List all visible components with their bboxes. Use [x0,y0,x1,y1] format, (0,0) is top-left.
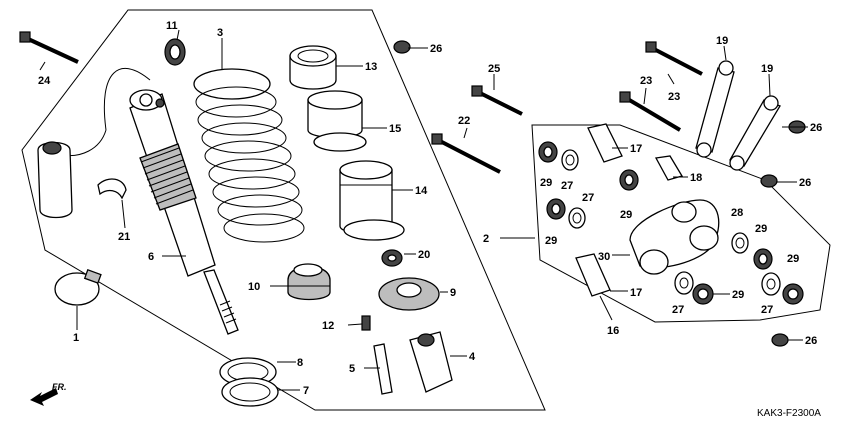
dust-seal-29f [782,283,804,305]
dust-seal-29b [619,169,639,191]
callout-27c: 27 [672,304,684,316]
bearing-27d [761,272,781,296]
bearing-28 [731,232,749,254]
callout-27d: 27 [761,304,773,316]
pivot-pin [373,343,393,395]
bolt-25 [471,85,523,116]
callout-27b: 27 [582,192,594,204]
linkage-group-outline [531,124,831,323]
reservoir-tank [37,141,73,219]
callout-17-upper: 17 [630,143,642,155]
callout-16: 16 [607,325,619,337]
small-bolt [361,315,371,331]
callout-labels: 1 2 3 4 5 6 7 8 9 10 11 12 13 14 15 16 1… [38,20,822,397]
callout-29e: 29 [732,289,744,301]
spring-guide [307,90,367,152]
hose-clamp [54,269,102,306]
lower-joint [409,331,453,393]
callout-21: 21 [118,231,130,243]
callout-28: 28 [731,207,743,219]
callout-14: 14 [415,185,428,197]
front-direction-arrow: FR. [30,382,67,406]
callout-18: 18 [690,172,702,184]
collar-17-upper [587,123,623,163]
dust-seal-29e [692,283,714,305]
callout-5: 5 [349,363,355,375]
coil-spring [193,68,305,243]
callout-29d: 29 [755,223,767,235]
callout-2: 2 [483,233,489,245]
leader-lines [39,29,808,391]
link-rod-19-left [695,60,735,158]
callout-29c: 29 [545,235,557,247]
callout-24: 24 [38,75,51,87]
dust-seal-29d [753,248,773,270]
bolt-23-lower [619,91,682,132]
callout-22: 22 [458,115,470,127]
callout-29a: 29 [540,177,552,189]
callout-3: 3 [217,27,223,39]
callout-19-right: 19 [761,63,773,75]
callout-26-right-middle: 26 [799,177,811,189]
shock-assembly-outline [21,9,546,411]
callout-29b: 29 [620,209,632,221]
adjuster-locknut [221,377,279,407]
bearing-27a [561,149,579,171]
callout-17-lower: 17 [630,287,642,299]
bolt-24 [19,31,79,64]
link-rod-19-right [729,95,781,171]
nut-26-right-middle [760,174,778,188]
callout-30: 30 [598,251,610,263]
callout-23-lower: 23 [640,75,652,87]
spring-seat-upper [289,45,337,90]
callout-20: 20 [418,249,430,261]
spring-seat-stopper [339,160,405,241]
stopper-plate [378,277,440,311]
lock-nut [381,249,403,267]
collar-18 [654,155,683,181]
callout-1: 1 [73,332,79,344]
dust-seal-29c [546,198,566,220]
callout-26-top: 26 [430,43,442,55]
callout-26-right-upper: 26 [810,122,822,134]
callout-29f: 29 [787,253,799,265]
callout-25: 25 [488,63,500,75]
callout-15: 15 [389,123,401,135]
bushing [164,38,186,66]
callout-10: 10 [248,281,260,293]
callout-13: 13 [365,61,377,73]
nut-26-top [393,40,411,54]
callout-19-left: 19 [716,35,728,47]
callout-26-bottom: 26 [805,335,817,347]
callout-11: 11 [166,20,178,32]
callout-4: 4 [469,351,476,363]
callout-8: 8 [297,357,303,369]
bearing-27c [674,271,694,295]
callout-9: 9 [450,287,456,299]
callout-7: 7 [303,385,309,397]
nut-26-bottom [771,333,789,347]
callout-27a: 27 [561,180,573,192]
bolt-23-upper [645,41,703,76]
linkage-arm [629,199,720,275]
shock-absorber-body [129,89,239,335]
callout-12: 12 [322,320,334,332]
callout-6: 6 [148,251,154,263]
front-direction-label: FR. [52,382,67,392]
bolt-22 [431,133,501,174]
bump-rubber [287,263,331,301]
diagram-code: KAK3-F2300A [757,408,821,419]
bearing-27b [568,207,586,229]
dust-seal-29a [538,141,558,163]
reservoir-band [97,178,127,200]
collar-17-lower [575,253,611,297]
callout-23-upper: 23 [668,91,680,103]
